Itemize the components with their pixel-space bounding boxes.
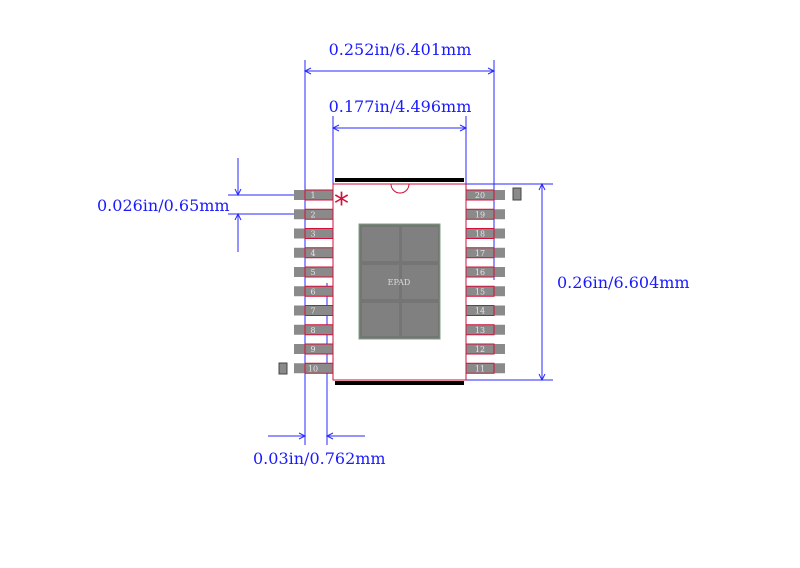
pin-number: 11 (475, 364, 485, 373)
body-length-label: 0.26in/6.604mm (557, 273, 690, 292)
pin-number: 5 (310, 268, 315, 277)
pin-number: 1 (310, 191, 315, 200)
pad-left-2: 2 (294, 208, 334, 220)
pad-right-13: 13 (465, 324, 505, 336)
pad-left-6: 6 (294, 285, 334, 297)
pin-number: 9 (310, 345, 315, 354)
marker-left (278, 362, 288, 375)
pad-length-label: 0.03in/0.762mm (253, 449, 386, 468)
pin-number: 14 (475, 307, 485, 316)
pad-left-4: 4 (294, 247, 334, 259)
pad-right-15: 15 (465, 285, 505, 297)
silkscreen-top (335, 178, 464, 182)
pad-left-7: 7 (294, 305, 334, 316)
arrowhead (234, 212, 242, 221)
epad-label: EPAD (388, 278, 411, 287)
pad-left-8: 8 (294, 324, 334, 336)
body-width-label: 0.177in/4.496mm (329, 97, 472, 116)
pin-number: 17 (475, 249, 485, 258)
pin-number: 20 (475, 191, 485, 200)
pin-number: 16 (475, 268, 485, 277)
pad-right-17: 17 (465, 247, 505, 259)
pad-right-11: 11 (465, 362, 505, 374)
pad-right-14: 14 (465, 305, 505, 316)
arrowhead (298, 432, 307, 440)
pitch-label: 0.026in/0.65mm (97, 196, 230, 215)
arrowhead (538, 182, 546, 191)
pad-right-19: 19 (465, 208, 505, 220)
pin-number: 19 (475, 210, 485, 219)
pad-left-1: 1 (294, 189, 334, 201)
pin-number: 13 (475, 326, 485, 335)
pin-number: 7 (310, 307, 315, 316)
arrowhead (234, 188, 242, 197)
pin-number: 4 (310, 249, 315, 258)
pad-left-10: 10 (294, 362, 334, 374)
silkscreen-bottom (335, 381, 464, 385)
pin-number: 18 (475, 230, 485, 239)
arrowhead (538, 373, 546, 382)
arrowhead (487, 67, 496, 75)
arrowhead (331, 124, 340, 132)
arrowhead (459, 124, 468, 132)
pad-left-5: 5 (294, 266, 334, 278)
pad-right-12: 12 (465, 343, 505, 355)
pin-number: 15 (475, 287, 485, 296)
pin-number: 12 (475, 345, 485, 354)
package-body (332, 183, 467, 381)
overall-width-label: 0.252in/6.401mm (329, 40, 472, 59)
pin1-marker: * (334, 187, 349, 222)
pin-number: 10 (308, 364, 318, 373)
pad-left-3: 3 (294, 228, 334, 239)
pad-right-20: 20 (465, 189, 505, 201)
arrowhead (303, 67, 312, 75)
arrowhead (325, 432, 334, 440)
pad-left-9: 9 (294, 343, 334, 355)
pin-number: 6 (310, 287, 315, 296)
pin-number: 2 (310, 210, 315, 219)
pin-number: 8 (310, 326, 315, 335)
pad-right-16: 16 (465, 266, 505, 278)
pin-number: 3 (310, 230, 315, 239)
marker-right (512, 187, 522, 201)
epad: EPAD (358, 223, 441, 340)
pad-right-18: 18 (465, 228, 505, 239)
pin1-notch (390, 183, 410, 194)
